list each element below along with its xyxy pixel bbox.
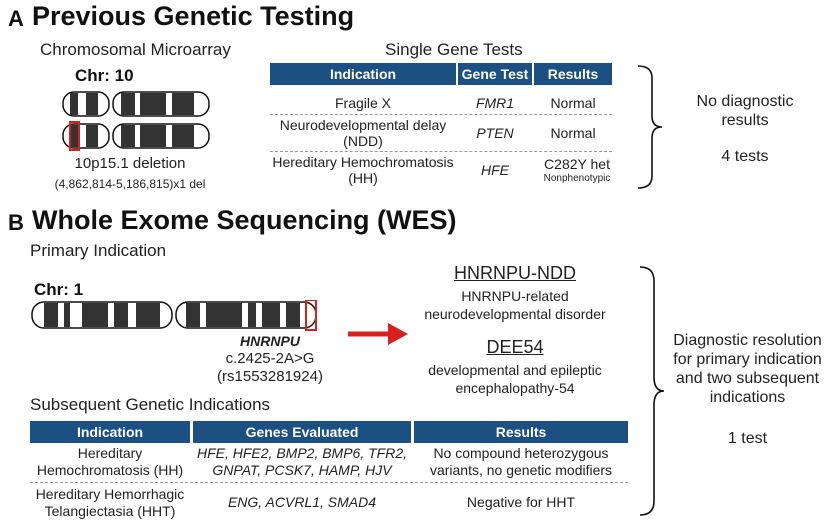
chr10-copy-normal	[62, 91, 210, 117]
sg-header-results: Results	[534, 63, 612, 85]
diagnosis-1-desc2: neurodevelopmental disorder	[424, 306, 606, 322]
sg-row2-result: Normal	[550, 125, 596, 141]
panel-b-title: Whole Exome Sequencing (WES)	[32, 205, 457, 235]
single-gene-title: Single Gene Tests	[385, 40, 523, 59]
hnrnpu-rsid: (rs1553281924)	[217, 368, 323, 385]
brace-a	[637, 65, 663, 189]
subsequent-title: Subsequent Genetic Indications	[30, 395, 271, 414]
deletion-highlight	[69, 121, 80, 151]
panel-a-summary-line2: results	[721, 112, 769, 129]
microarray-title: Chromosomal Microarray	[40, 40, 231, 59]
diagnosis-2-desc2: encephalopathy-54	[455, 380, 575, 396]
diagnosis-1-name: HNRNPU-NDD	[454, 263, 576, 283]
hnrnpu-variant: c.2425-2A>G	[225, 350, 315, 367]
diagnosis-1-desc1: HNRNPU-related	[461, 288, 569, 304]
sub-header-indication: Indication	[30, 421, 190, 443]
sg-row2-indication: Neurodevelopmental delay (NDD)	[279, 117, 447, 149]
panel-a-summary-line1: No diagnostic	[696, 93, 794, 110]
chr10-ideogram	[62, 91, 210, 151]
panel-b-summary-line2: for primary indication	[673, 351, 822, 368]
sub-row1-indication-2: Hemochromatosis (HH)	[36, 462, 184, 478]
sub-row1-indication-1: Hereditary	[77, 445, 143, 461]
sg-row1-result: Normal	[550, 95, 596, 111]
panel-b-summary-line3: and two subsequent	[675, 370, 820, 387]
deletion-coords: (4,862,814-5,186,815)x1 del	[54, 177, 206, 191]
diagnosis-2-desc1: developmental and epileptic	[428, 362, 602, 378]
panel-b-count: 1 test	[727, 430, 768, 447]
hnrnpu-gene: HNRNPU	[240, 333, 300, 349]
sg-row3-result-sub: Nonphenotypic	[543, 173, 611, 184]
sg-row1-indication: Fragile X	[334, 95, 392, 111]
sg-row1-gene: FMR1	[475, 95, 515, 111]
diagnosis-2-name: DEE54	[486, 337, 544, 357]
panel-b-summary-line1: Diagnostic resolution	[673, 332, 822, 349]
chr1-label: Chr: 1	[34, 280, 84, 299]
sub-row2-genes-1: ENG, ACVRL1, SMAD4	[227, 494, 377, 510]
deletion-label: 10p15.1 deletion	[74, 155, 186, 172]
sg-header-indication: Indication	[270, 63, 456, 85]
sub-row2-indication-2: Telangiectasia (HHT)	[44, 503, 176, 519]
sub-divider-1	[30, 482, 628, 483]
panel-a-title: Previous Genetic Testing	[32, 1, 355, 31]
sg-row3-result: C282Y het	[544, 156, 610, 172]
panel-b-letter: B	[8, 210, 24, 235]
sub-row1-result-2: variants, no genetic modifiers	[429, 462, 613, 478]
sub-row2-result-1: Negative for HHT	[466, 494, 576, 510]
hnrnpu-locus-highlight	[305, 300, 317, 331]
chr1-ideogram	[31, 300, 317, 331]
arrow-icon	[348, 323, 408, 345]
sg-row3-indication: Hereditary Hemochromatosis (HH)	[272, 154, 454, 186]
sub-row1-result-1: No compound heterozygous	[433, 445, 609, 461]
sub-row1-genes-2: GNPAT, PCSK7, HAMP, HJV	[212, 462, 392, 478]
sub-row2-indication-1: Hereditary Hemorrhagic	[35, 486, 185, 502]
sub-row1-genes-1: HFE, HFE2, BMP2, BMP6, TFR2,	[196, 445, 408, 461]
primary-title: Primary Indication	[30, 241, 167, 260]
sg-row3-gene: HFE	[481, 162, 509, 178]
sg-divider-2	[270, 151, 612, 152]
panel-b-summary-line4: indications	[709, 389, 786, 406]
sg-header-gene: Gene Test	[458, 63, 532, 85]
chr10-label: Chr: 10	[75, 66, 134, 85]
panel-a-letter: A	[8, 6, 24, 31]
chr10-copy-deleted	[62, 121, 210, 151]
brace-b	[639, 266, 665, 516]
sg-row2-gene: PTEN	[476, 125, 514, 141]
sub-header-genes: Genes Evaluated	[193, 421, 411, 443]
panel-a-count: 4 tests	[721, 148, 769, 165]
sg-divider-1	[270, 114, 612, 115]
sub-header-results: Results	[414, 421, 628, 443]
